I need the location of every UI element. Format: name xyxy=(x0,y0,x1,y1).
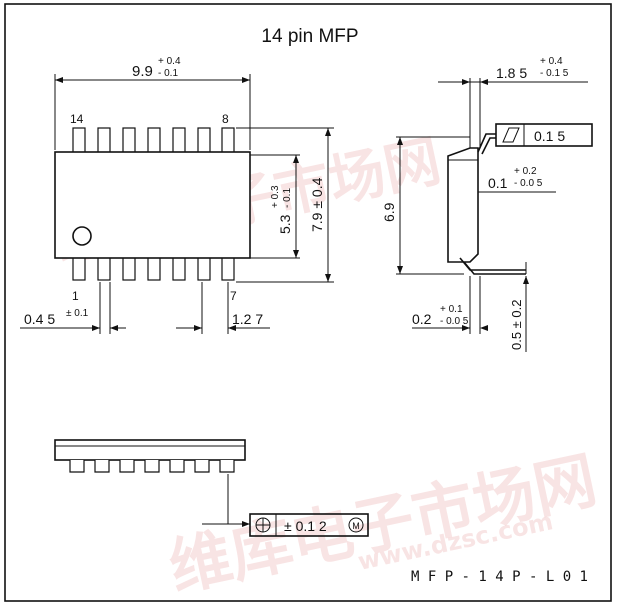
foot-arrow xyxy=(523,276,529,284)
front-lead xyxy=(169,460,185,473)
standoff-tol-minus: - 0.0 5 xyxy=(514,178,543,189)
position-leader-arrow xyxy=(242,521,250,527)
pitch: 1.2 7 xyxy=(232,311,263,327)
width-tol-minus: - 0.1 xyxy=(158,68,178,79)
pin-label-8: 8 xyxy=(222,112,229,126)
front-lead xyxy=(69,460,85,473)
width-tol-plus: + 0.4 xyxy=(158,56,181,67)
body-height-tol-plus: + 0.3 xyxy=(270,185,281,208)
pin xyxy=(72,127,86,155)
pin-label-1: 1 xyxy=(72,289,79,303)
side-height-tol-minus: - 0.1 5 xyxy=(540,68,569,79)
front-leads xyxy=(69,460,235,473)
flatness-value: 0.1 5 xyxy=(534,128,565,144)
mmc-modifier-circle xyxy=(348,517,364,533)
mmc-modifier: M xyxy=(352,521,360,531)
package-body-top xyxy=(54,151,251,259)
lead-thk-nominal: 0.2 xyxy=(412,311,432,327)
position-frame xyxy=(249,513,369,537)
lead-thk-tol-minus: - 0.0 5 xyxy=(440,316,469,327)
lead-width: 0.4 5 xyxy=(24,311,55,327)
top-pins xyxy=(72,127,235,155)
package-body-front xyxy=(54,439,246,461)
package-body-side xyxy=(447,147,479,263)
standoff-nominal: 0.1 xyxy=(488,175,508,191)
bottom-pins xyxy=(72,253,235,281)
body-height-tol-minus: - 0.1 xyxy=(282,188,293,208)
lead-width-tol: ± 0.1 xyxy=(66,308,89,319)
lead-thk-arrows xyxy=(462,325,488,331)
drawing-title: 14 pin MFP xyxy=(261,26,358,47)
front-lead xyxy=(219,460,235,473)
pin-label-7: 7 xyxy=(230,289,237,303)
side-view: 1.8 5 + 0.4 - 0.1 5 0.1 5 0.1 + 0.2 - 0.… xyxy=(381,56,593,352)
front-lead xyxy=(94,460,110,473)
pitch-arrows xyxy=(194,325,236,331)
lead-lower-inner xyxy=(459,257,526,271)
lead-upper xyxy=(477,133,496,153)
foot-length: 0.5 ± 0.2 xyxy=(509,299,524,350)
part-code: M F P - 1 4 P - L 0 1 xyxy=(411,569,588,585)
front-view: ± 0.1 2 M xyxy=(54,439,369,537)
lead-thk-tol-plus: + 0.1 xyxy=(440,304,463,315)
front-lead xyxy=(144,460,160,473)
front-lead xyxy=(119,460,135,473)
lead-upper-inner xyxy=(481,137,496,155)
body-height-nominal: 5.3 xyxy=(277,214,293,234)
pin1-index-mark xyxy=(72,226,92,246)
flatness-frame xyxy=(495,123,593,147)
pin xyxy=(147,127,161,155)
lead-lower xyxy=(463,261,526,275)
overall-height: 7.9 ± 0.4 xyxy=(309,177,325,232)
flatness-icon xyxy=(502,127,520,143)
pin xyxy=(221,127,235,155)
side-height-nominal: 1.8 5 xyxy=(496,65,527,81)
top-view: 9.9 + 0.4 - 0.1 14 8 1 7 xyxy=(20,56,334,334)
body-dim: 6.9 xyxy=(381,202,397,222)
front-lead xyxy=(194,460,210,473)
pin xyxy=(122,127,136,155)
pin-label-14: 14 xyxy=(70,112,84,126)
side-height-tol-plus: + 0.4 xyxy=(540,56,563,67)
width-nominal: 9.9 xyxy=(132,63,153,80)
drawing-border xyxy=(4,3,612,602)
position-tolerance: ± 0.1 2 xyxy=(284,518,327,534)
side-h-arrows xyxy=(462,79,488,85)
pin xyxy=(97,127,111,155)
pin xyxy=(172,127,186,155)
lead-w-arrows xyxy=(92,325,118,331)
standoff-tol-plus: + 0.2 xyxy=(514,166,537,177)
pin xyxy=(197,127,211,155)
